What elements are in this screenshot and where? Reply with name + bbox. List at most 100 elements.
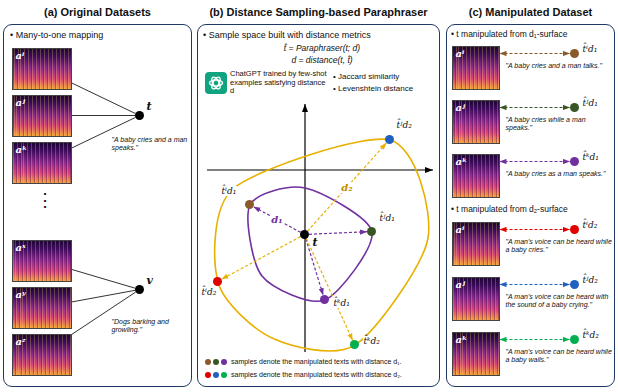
caption-text: "A man's voice can be heard while a baby… <box>506 238 613 254</box>
note-text: • Many-to-one mapping <box>10 30 188 40</box>
spectrogram-box: aⁱ <box>12 48 72 90</box>
connector <box>500 53 571 54</box>
note-text: t̂ = Paraphraser(t; d) <box>222 44 422 54</box>
panel-title: (b) Distance Sampling-based Paraphraser <box>198 6 439 18</box>
legend-dot <box>213 359 219 365</box>
point-dot: t̂ᵏd₁"A baby cries as a man speaks." <box>570 157 579 166</box>
spectrogram-box: aᵏ <box>452 332 500 376</box>
point-label: t̂ʲd₂ <box>582 275 599 285</box>
caption-text: "A baby cries while a man speaks." <box>506 116 613 132</box>
point-dot: t̂ʲd₂ <box>385 135 394 144</box>
point-label: t <box>146 100 153 113</box>
point-dot: t̂ʲd₂"A man's voice can be heard with th… <box>570 280 579 289</box>
legend-text: samples denote the manipulated texts wit… <box>231 371 402 379</box>
spectrogram-label: aˣ <box>16 242 26 253</box>
connector <box>309 232 367 235</box>
spectrogram-label: aʲ <box>456 279 466 290</box>
connector <box>500 161 571 162</box>
caption-text: "A man's voice can be heard with the sou… <box>506 293 613 309</box>
spectrogram-box: aᵏ <box>452 154 500 198</box>
legend-dot <box>221 359 227 365</box>
distance-contour <box>248 187 372 301</box>
spectrogram-label: aᵏ <box>16 144 28 155</box>
edge-label: d₂ <box>340 182 353 193</box>
panel-title: (a) Original Datasets <box>4 6 191 18</box>
point-dot: t̂ᵏd₁ <box>320 295 329 304</box>
spectrogram-box: aʲ <box>12 95 72 137</box>
legend-dot <box>205 372 211 378</box>
panel-box: (a) Original Datasetsaⁱaʲaᵏt"A baby crie… <box>3 24 192 387</box>
caption-text: "A baby cries as a man speaks." <box>506 170 613 178</box>
spectrogram-box: aʸ <box>12 287 72 329</box>
spectrogram-label: aⁱ <box>456 224 465 235</box>
point-label: v <box>146 274 154 287</box>
point-label: t̂ʲd₂ <box>396 120 413 130</box>
point-dot: t̂ᵏd₂"A man's voice can be heard while a… <box>570 335 579 344</box>
legend-text: samples denote the manipulated texts wit… <box>231 358 401 366</box>
point-label: t̂ʲd₁ <box>379 213 396 223</box>
legend-dot <box>213 372 219 378</box>
point-label: t̂ʲd₁ <box>582 98 599 108</box>
distance-contours <box>215 139 429 351</box>
connector <box>72 269 136 288</box>
note-text: • Sample space built with distance metri… <box>203 30 438 40</box>
spectrogram-box: aⁱ <box>452 46 500 90</box>
point-label: t̂ᵏd₁ <box>333 298 351 308</box>
connector <box>72 117 136 148</box>
note-text: • Levenshtein distance <box>333 84 438 93</box>
note-text: • t manipulated from d₂-surface <box>451 205 613 215</box>
point-label: t̂ⁱd₂ <box>582 220 599 230</box>
point-dot: t̂ʲd₁"A baby cries while a man speaks." <box>570 103 579 112</box>
spectrogram-label: aᶻ <box>16 336 26 347</box>
connector <box>500 339 571 340</box>
note-text: • Jaccard similarity <box>333 72 438 81</box>
spectrogram-label: aⁱ <box>456 48 465 59</box>
connector <box>500 229 571 230</box>
spectrogram-label: aᵏ <box>456 334 468 345</box>
axis-line <box>304 104 305 352</box>
legend-dot <box>221 372 227 378</box>
connector <box>72 83 136 114</box>
point-label: t̂ⁱd₁ <box>582 44 599 54</box>
caption-text: "A man's voice can be heard while a baby… <box>506 348 613 364</box>
point-dot: t̂ᵏd₂ <box>350 340 359 349</box>
connector <box>72 115 136 116</box>
caption-text: "Dogs barking and growling." <box>112 318 188 334</box>
spectrogram-label: aʲ <box>16 97 26 108</box>
spectrogram-label: aʸ <box>16 289 26 300</box>
spectrogram-box: aʲ <box>452 277 500 321</box>
point-label: t̂ᵏd₁ <box>582 152 600 162</box>
point-label: t̂ⁱd₁ <box>221 186 238 196</box>
point-dot: t <box>300 230 309 239</box>
legend-row: samples denote the manipulated texts wit… <box>205 358 437 366</box>
point-dot: t̂ⁱd₂"A man's voice can be heard while a… <box>570 225 579 234</box>
legend-row: samples denote the manipulated texts wit… <box>205 371 437 379</box>
connector <box>500 107 571 108</box>
point-dot: t̂ⁱd₁"A baby cries and a man talks." <box>570 49 579 58</box>
point-dot: t̂ʲd₁ <box>367 227 376 236</box>
connector <box>306 239 352 341</box>
legend-dot <box>205 359 211 365</box>
panel-title: (c) Manipulated Dataset <box>447 6 614 18</box>
spectrogram-box: aʲ <box>452 100 500 144</box>
spectrogram-box: aˣ <box>12 240 72 282</box>
note-text: d = distance(t, t̂) <box>222 56 422 66</box>
ellipsis-mark: ⋮ <box>36 190 56 211</box>
point-label: t̂ᵏd₂ <box>363 336 381 346</box>
edge-label: d₁ <box>270 214 283 225</box>
chatgpt-icon <box>205 72 227 94</box>
spectrogram-box: aᵏ <box>12 142 72 184</box>
spectrogram-label: aⁱ <box>16 50 25 61</box>
axis-line <box>207 169 433 170</box>
connector <box>253 207 300 233</box>
point-label: t̂ⁱd₂ <box>201 287 218 297</box>
spectrogram-label: aᵏ <box>456 156 468 167</box>
spectrogram-label: aʲ <box>456 102 466 113</box>
caption-text: "A baby cries and a man speaks." <box>112 136 188 152</box>
connector <box>500 284 571 285</box>
connector <box>72 290 136 302</box>
point-label: t <box>312 236 319 249</box>
connector <box>308 143 387 231</box>
caption-text: "A baby cries and a man talks." <box>506 62 613 70</box>
